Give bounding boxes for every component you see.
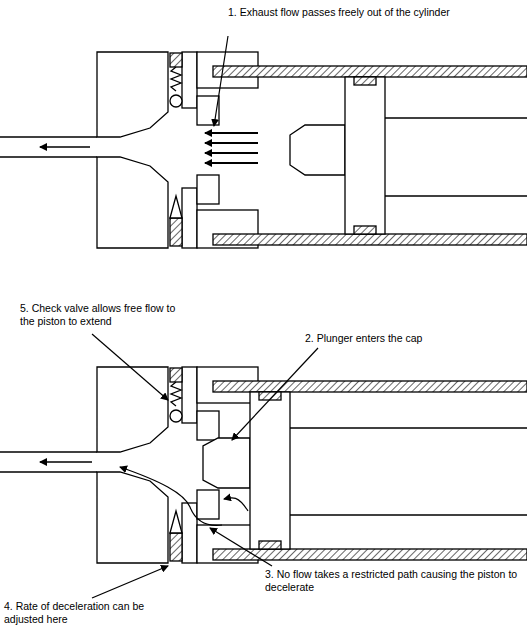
leader-line <box>214 36 228 126</box>
callout-text: 4. Rate of deceleration can be adjusted … <box>4 600 182 626</box>
plunger <box>203 438 250 488</box>
flow-arrows <box>40 133 258 163</box>
callout-text: 5. Check valve allows free flow to the p… <box>20 302 178 328</box>
piston <box>250 392 290 549</box>
leader-lines <box>92 334 318 598</box>
flow-arrows <box>40 462 248 525</box>
callout-text: 2. Plunger enters the cap <box>305 332 505 345</box>
plunger <box>290 125 345 175</box>
cylinder-top <box>0 36 527 248</box>
piston <box>345 77 385 234</box>
callout-text: 1. Exhaust flow passes freely out of the… <box>228 6 460 19</box>
cylinder-bottom <box>0 367 527 563</box>
callout-text: 3. No flow takes a restricted path causi… <box>265 568 520 594</box>
